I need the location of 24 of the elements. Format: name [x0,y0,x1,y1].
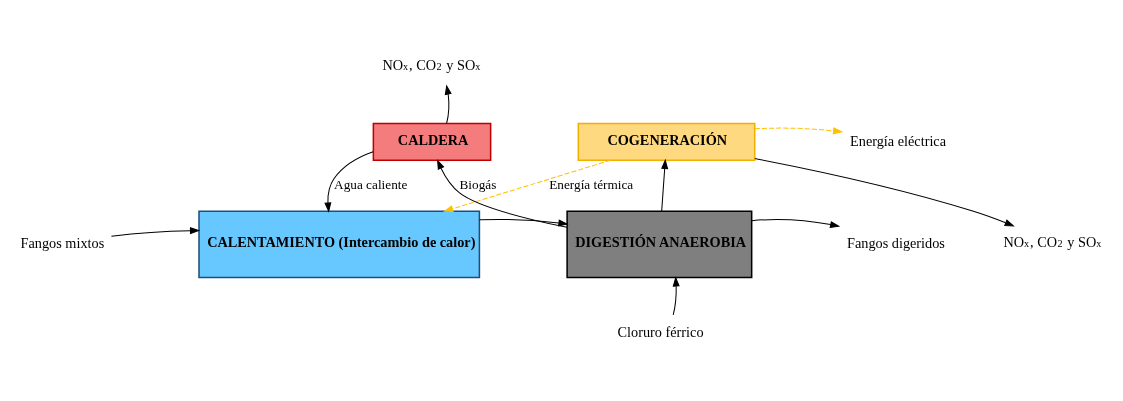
arrow [110,227,201,237]
node-text: Cloruro férrico [617,324,704,341]
arrow [444,84,452,124]
edge-label: Energía térmica [549,177,634,193]
arrow [754,127,844,135]
node-text: Energía eléctrica [850,132,947,149]
node-box: COGENERACIÓN [577,122,756,161]
arrow [672,276,680,316]
node-box: CALENTAMIENTO (Intercambio de calor) [198,210,481,279]
node-box: CALDERA [372,122,492,161]
arrow [751,219,841,229]
edge-label: Agua caliente [334,177,408,193]
arrow [443,159,611,213]
node-text: Fangos digeridos [847,235,945,252]
node-text: NOx, CO2 y SOx [382,57,481,74]
arrow [324,151,374,213]
node-text: Fangos mixtos [20,235,105,252]
arrow [661,158,669,212]
node-text: NOx, CO2 y SOx [1003,234,1102,251]
arrow [479,219,569,227]
edge-label: Biogás [459,177,497,193]
arrow [437,159,568,228]
arrow [754,158,1015,227]
node-box: DIGESTIÓN ANAEROBIA [566,210,753,279]
